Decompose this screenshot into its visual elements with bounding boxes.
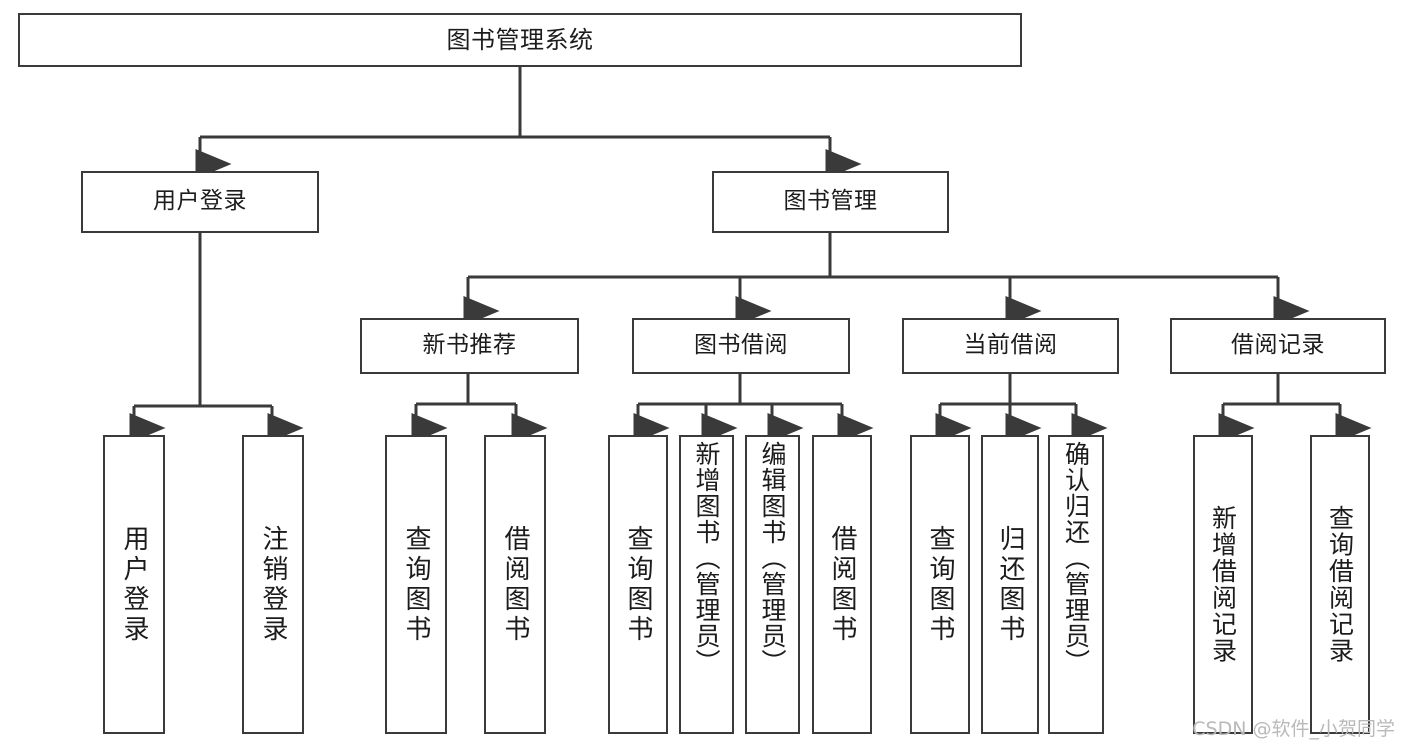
- node-label: 新书推荐: [422, 332, 517, 359]
- csdn-watermark: CSDN @软件_小贺同学: [1192, 718, 1395, 740]
- leaf-confirm-return-admin[interactable]: 确认归还（管理员）: [1048, 435, 1104, 734]
- leaf-query-book-recommend[interactable]: 查询图书: [385, 435, 447, 734]
- node-label: 新增图书（管理员）: [692, 441, 721, 675]
- node-label: 用户登录: [119, 524, 149, 645]
- leaf-logout[interactable]: 注销登录: [242, 435, 304, 734]
- node-label: 借阅记录: [1231, 332, 1325, 359]
- node-label: 借阅图书: [827, 524, 857, 645]
- node-book-borrow[interactable]: 图书借阅: [632, 318, 850, 374]
- leaf-user-login[interactable]: 用户登录: [103, 435, 165, 734]
- leaf-query-book-borrow[interactable]: 查询图书: [608, 435, 668, 734]
- leaf-query-borrow-record[interactable]: 查询借阅记录: [1310, 435, 1370, 734]
- node-label: 归还图书: [995, 524, 1025, 645]
- node-label: 查询借阅记录: [1325, 505, 1355, 664]
- node-label: 用户登录: [153, 188, 247, 215]
- node-label: 查询图书: [925, 524, 955, 645]
- node-label: 借阅图书: [500, 524, 530, 645]
- leaf-return-book[interactable]: 归还图书: [981, 435, 1039, 734]
- node-label: 图书管理系统: [446, 25, 594, 54]
- node-label: 图书借阅: [694, 332, 788, 359]
- leaf-query-book-current[interactable]: 查询图书: [910, 435, 970, 734]
- node-book-manage[interactable]: 图书管理: [712, 171, 949, 233]
- node-user-login[interactable]: 用户登录: [81, 171, 319, 233]
- node-label: 确认归还（管理员）: [1061, 441, 1091, 675]
- leaf-add-book-admin[interactable]: 新增图书（管理员）: [679, 435, 734, 734]
- node-label: 当前借阅: [963, 332, 1058, 359]
- node-label: 注销登录: [258, 524, 288, 645]
- node-label: 图书管理: [783, 188, 878, 215]
- leaf-edit-book-admin[interactable]: 编辑图书（管理员）: [745, 435, 800, 734]
- node-label: 编辑图书（管理员）: [758, 441, 787, 675]
- node-label: 新增借阅记录: [1208, 505, 1238, 664]
- node-root-system[interactable]: 图书管理系统: [18, 13, 1022, 67]
- node-label: 查询图书: [401, 524, 431, 645]
- node-label: 查询图书: [623, 524, 653, 645]
- node-new-book-recommend[interactable]: 新书推荐: [360, 318, 579, 374]
- node-borrow-record[interactable]: 借阅记录: [1170, 318, 1386, 374]
- leaf-borrow-book-recommend[interactable]: 借阅图书: [484, 435, 546, 734]
- node-current-borrow[interactable]: 当前借阅: [902, 318, 1119, 374]
- leaf-borrow-book-borrow[interactable]: 借阅图书: [812, 435, 872, 734]
- leaf-add-borrow-record[interactable]: 新增借阅记录: [1193, 435, 1253, 734]
